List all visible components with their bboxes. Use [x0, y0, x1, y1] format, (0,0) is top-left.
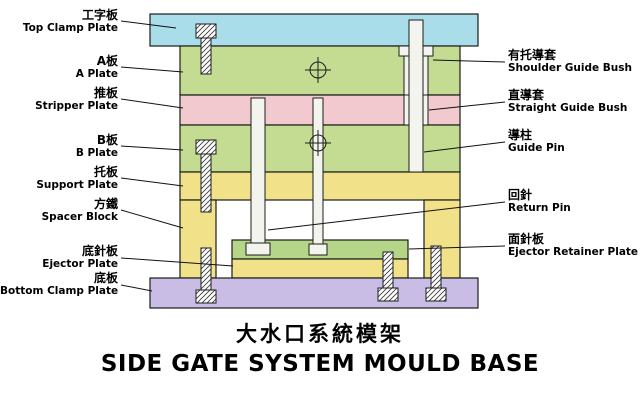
label-stripper-plate-zh: 推板 — [93, 86, 118, 100]
diagram-titles: 大水口系統模架 SIDE GATE SYSTEM MOULD BASE — [0, 318, 640, 377]
label-shoulder-guide-bush-zh: 有托導套 — [508, 48, 557, 62]
screw-bottom-left-icon — [195, 247, 217, 304]
leader-ejector-retainer-plate — [408, 245, 506, 250]
label-ejector-plate-en: Ejector Plate — [42, 258, 118, 270]
label-ejector-retainer-plate-en: Ejector Retainer Plate — [508, 246, 639, 258]
spacer-block-right — [423, 199, 461, 279]
label-top-clamp-plate-zh: 工字板 — [81, 8, 118, 22]
label-a-plate: A板 A Plate — [0, 54, 118, 81]
label-ejector-retainer-plate-zh: 面針板 — [508, 232, 545, 246]
center-ejector-pin — [312, 97, 324, 249]
label-guide-pin-zh: 導柱 — [508, 128, 533, 142]
label-b-plate-zh: B板 — [96, 133, 118, 147]
center-mark-upper-icon — [305, 57, 331, 83]
label-bottom-clamp-plate: 底板 Bottom Clamp Plate — [0, 271, 118, 298]
label-ejector-retainer-plate: 面針板 Ejector Retainer Plate — [508, 232, 638, 259]
label-shoulder-guide-bush: 有托導套 Shoulder Guide Bush — [508, 48, 632, 75]
leader-return-pin — [267, 201, 506, 231]
label-straight-guide-bush: 直導套 Straight Guide Bush — [508, 88, 627, 115]
label-stripper-plate: 推板 Stripper Plate — [0, 86, 118, 113]
label-return-pin-en: Return Pin — [508, 202, 571, 214]
label-top-clamp-plate-en: Top Clamp Plate — [22, 22, 118, 34]
leader-ejector-plate — [120, 257, 234, 267]
leader-top-clamp-plate — [120, 20, 177, 29]
leader-support-plate — [120, 177, 184, 187]
return-pin-head — [245, 242, 271, 256]
label-straight-guide-bush-en: Straight Guide Bush — [508, 102, 628, 114]
center-ejector-pin-head — [308, 243, 328, 256]
label-return-pin: 回針 Return Pin — [508, 188, 571, 215]
label-straight-guide-bush-zh: 直導套 — [508, 88, 545, 102]
center-mark-lower-icon — [305, 130, 331, 156]
title-english: SIDE GATE SYSTEM MOULD BASE — [100, 351, 540, 377]
label-a-plate-en: A Plate — [75, 68, 118, 80]
label-top-clamp-plate: 工字板 Top Clamp Plate — [0, 8, 118, 35]
leader-guide-pin — [423, 141, 506, 153]
leader-stripper-plate — [120, 98, 184, 109]
screw-bottom-right-icon — [425, 245, 447, 302]
plate-ejector — [231, 258, 409, 279]
label-guide-pin-en: Guide Pin — [508, 142, 565, 154]
leader-a-plate — [120, 66, 184, 73]
leader-straight-guide-bush — [428, 101, 506, 111]
label-spacer-block-en: Spacer Block — [41, 211, 118, 223]
label-stripper-plate-en: Stripper Plate — [35, 100, 118, 112]
label-ejector-plate-zh: 底針板 — [81, 244, 118, 258]
label-support-plate-en: Support Plate — [36, 179, 118, 191]
leader-shoulder-guide-bush — [432, 59, 506, 63]
return-pin — [250, 97, 266, 247]
screw-ejector-icon — [377, 251, 399, 302]
label-b-plate-en: B Plate — [75, 147, 118, 159]
screw-top-left-icon — [195, 23, 217, 75]
label-a-plate-zh: A板 — [96, 54, 118, 68]
label-bottom-clamp-plate-en: Bottom Clamp Plate — [0, 285, 119, 297]
leader-bottom-clamp-plate — [120, 284, 153, 292]
label-guide-pin: 導柱 Guide Pin — [508, 128, 565, 155]
label-bottom-clamp-plate-zh: 底板 — [93, 271, 118, 285]
label-shoulder-guide-bush-en: Shoulder Guide Bush — [508, 62, 632, 74]
label-return-pin-zh: 回針 — [508, 188, 533, 202]
label-b-plate: B板 B Plate — [0, 133, 118, 160]
label-support-plate: 托板 Support Plate — [0, 165, 118, 192]
label-support-plate-zh: 托板 — [93, 165, 118, 179]
title-chinese: 大水口系統模架 — [236, 322, 404, 346]
label-ejector-plate: 底針板 Ejector Plate — [0, 244, 118, 271]
leader-spacer-block — [120, 209, 184, 229]
leader-b-plate — [120, 145, 184, 151]
label-spacer-block: 方鐵 Spacer Block — [0, 197, 118, 224]
label-spacer-block-zh: 方鐵 — [93, 197, 118, 211]
guide-pin — [408, 19, 424, 173]
screw-b-plate-icon — [195, 139, 217, 213]
